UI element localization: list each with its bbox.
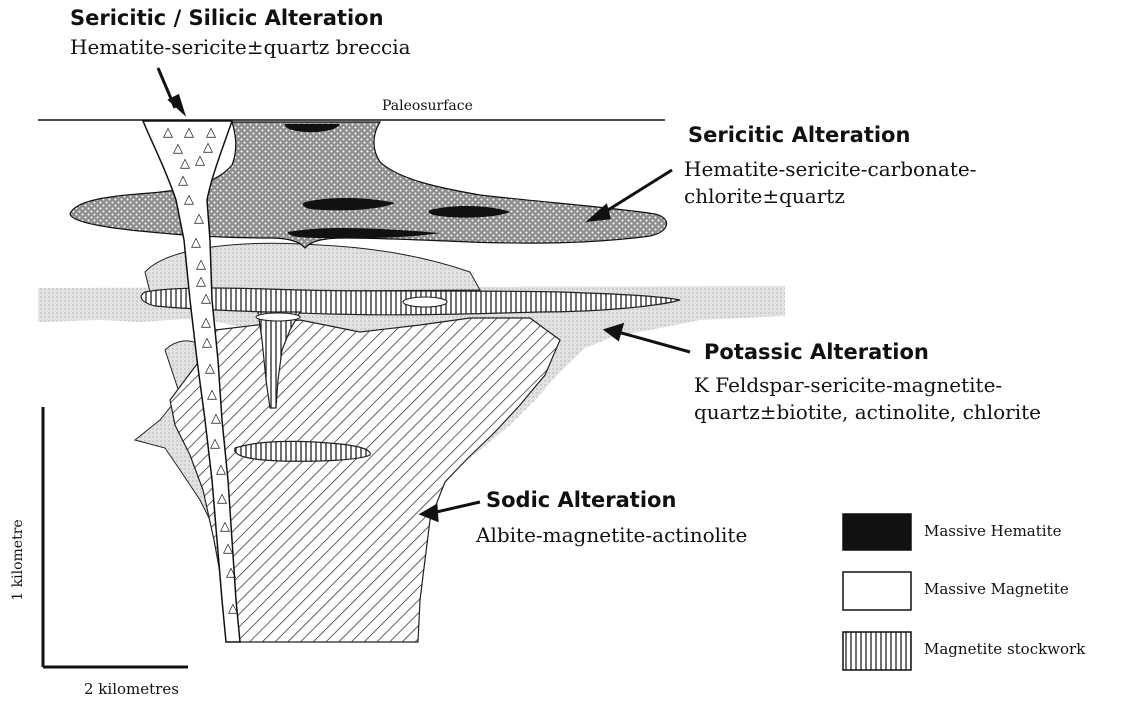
legend-swatch-hematite [843, 514, 911, 550]
legend-label-magnetite: Massive Magnetite [924, 580, 1069, 598]
paleosurface-label: Paleosurface [382, 98, 473, 114]
svg-text:△: △ [178, 173, 188, 188]
sodic-desc: Albite-magnetite-actinolite [476, 522, 747, 549]
svg-text:△: △ [228, 601, 238, 616]
arrow-sodic [432, 502, 480, 513]
svg-text:△: △ [196, 274, 206, 289]
svg-text:△: △ [191, 235, 201, 250]
horizontal-scale-label: 2 kilometres [84, 680, 179, 698]
svg-text:△: △ [180, 156, 190, 171]
svg-text:△: △ [195, 153, 205, 168]
svg-text:△: △ [173, 141, 183, 156]
svg-text:△: △ [184, 192, 194, 207]
svg-text:△: △ [206, 125, 216, 140]
legend-swatch-stockwork [843, 632, 911, 670]
sodic-title: Sodic Alteration [486, 488, 676, 512]
potassic-desc: K Feldspar-sericite-magnetite- quartz±bi… [694, 372, 1041, 426]
svg-text:△: △ [201, 315, 211, 330]
svg-text:△: △ [210, 436, 220, 451]
svg-text:△: △ [163, 125, 173, 140]
magnetite-lens-2 [256, 313, 300, 321]
svg-text:△: △ [196, 257, 206, 272]
svg-text:△: △ [226, 565, 236, 580]
svg-text:△: △ [207, 387, 217, 402]
arrow-potassic [618, 332, 690, 352]
sericitic-title: Sericitic Alteration [688, 123, 910, 147]
svg-text:△: △ [211, 411, 221, 426]
sericitic-desc: Hematite-sericite-carbonate- chlorite±qu… [684, 156, 976, 210]
svg-text:△: △ [220, 519, 230, 534]
svg-text:△: △ [202, 335, 212, 350]
svg-text:△: △ [205, 361, 215, 376]
potassic-title: Potassic Alteration [704, 340, 929, 364]
svg-text:△: △ [194, 211, 204, 226]
legend-label-hematite: Massive Hematite [924, 522, 1061, 540]
legend-swatch-magnetite [843, 572, 911, 610]
svg-text:△: △ [201, 291, 211, 306]
sericitic-silicic-desc: Hematite-sericite±quartz breccia [70, 34, 411, 61]
magnetite-lens-1 [403, 297, 447, 307]
svg-text:△: △ [216, 462, 226, 477]
sericitic-silicic-title: Sericitic / Silicic Alteration [70, 6, 384, 30]
legend-label-stockwork: Magnetite stockwork [924, 640, 1085, 658]
svg-text:△: △ [217, 491, 227, 506]
svg-text:△: △ [184, 125, 194, 140]
vertical-scale-label: 1 kilometre [10, 519, 26, 600]
arrow-sericitic [600, 170, 672, 215]
svg-text:△: △ [223, 541, 233, 556]
